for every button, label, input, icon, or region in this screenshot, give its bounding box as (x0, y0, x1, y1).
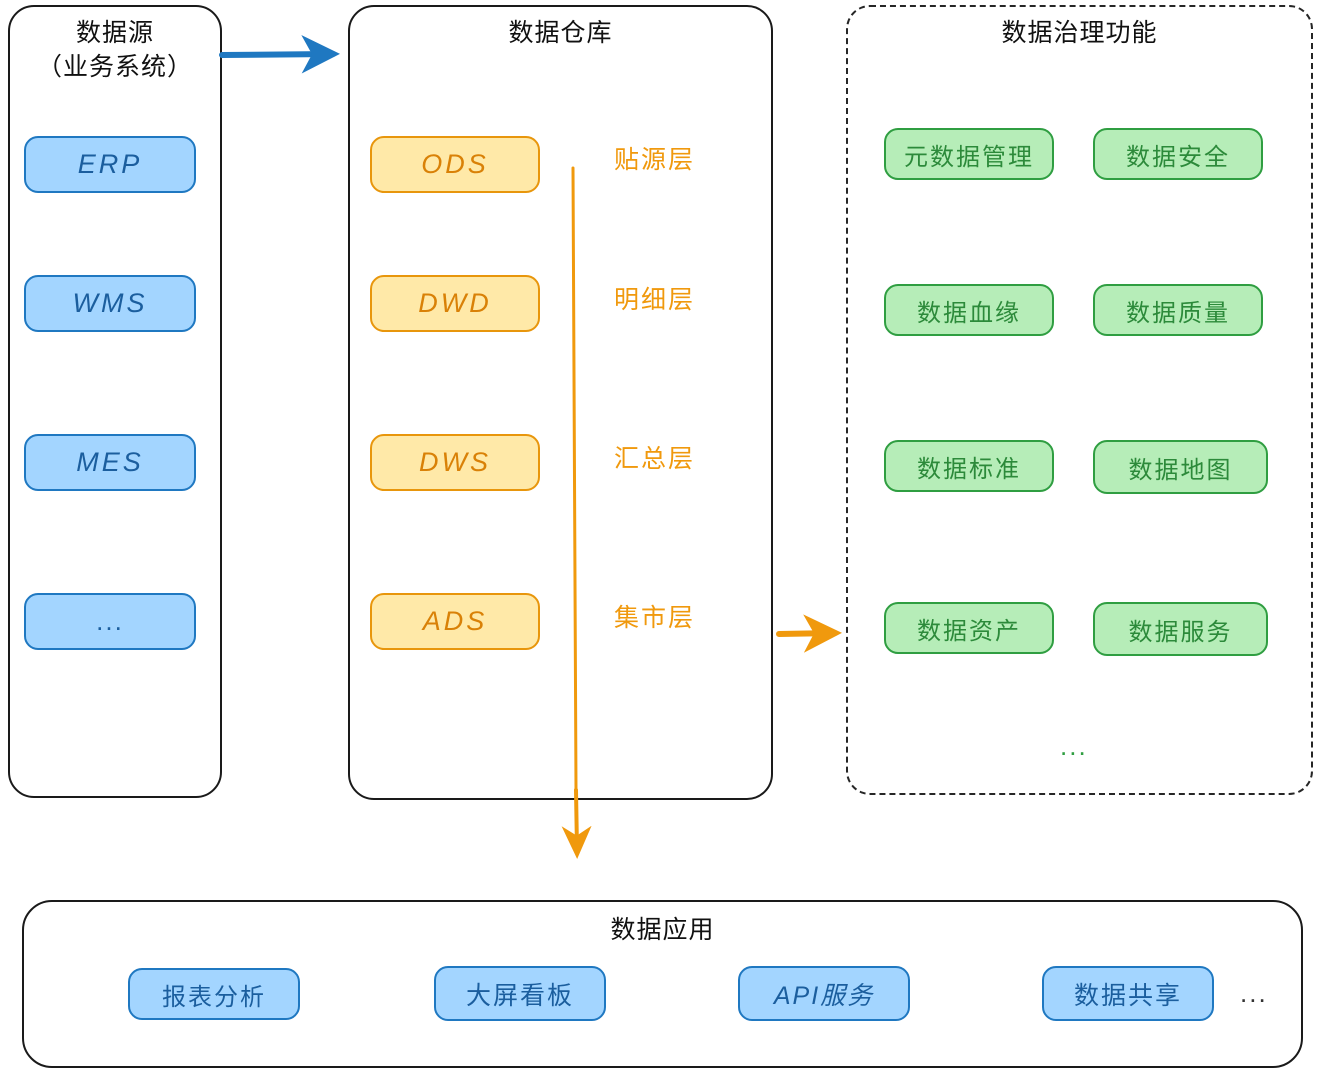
application-chip-api-service-label: API服务 (773, 981, 875, 1010)
warehouse-chip-dws-label: DWS (419, 447, 491, 477)
source-chip-mes-label: MES (76, 447, 144, 477)
source-chip-mes[interactable]: MES (24, 434, 196, 491)
data-governance-title: 数据治理功能 (1001, 19, 1158, 47)
source-chip-more[interactable]: ... (24, 593, 196, 650)
application-chip-api-service[interactable]: API服务 (738, 966, 910, 1021)
governance-more-dots: ... (1060, 731, 1088, 761)
governance-chip-data-lineage[interactable]: 数据血缘 (884, 284, 1054, 336)
source-chip-wms[interactable]: WMS (24, 275, 196, 332)
application-chip-report-analysis[interactable]: 报表分析 (128, 968, 300, 1020)
source-chip-more-label: ... (96, 606, 124, 636)
warehouse-layer-label-dws: 汇总层 (614, 445, 696, 473)
application-more-dots: ... (1240, 978, 1268, 1008)
governance-chip-data-map-label: 数据地图 (1128, 456, 1233, 484)
warehouse-chip-ods-label: ODS (421, 149, 489, 179)
data-application-title: 数据应用 (610, 916, 715, 944)
data-source-title: 数据源 （业务系统） (36, 19, 193, 81)
source-chip-erp[interactable]: ERP (24, 136, 196, 193)
governance-chip-data-security[interactable]: 数据安全 (1093, 128, 1263, 180)
warehouse-chip-ads-label: ADS (422, 606, 488, 636)
data-governance-container: 数据治理功能 (846, 5, 1313, 795)
governance-chip-data-quality[interactable]: 数据质量 (1093, 284, 1263, 336)
governance-chip-metadata-management[interactable]: 元数据管理 (884, 128, 1054, 180)
warehouse-chip-dws[interactable]: DWS (370, 434, 540, 491)
application-chip-data-sharing-label: 数据共享 (1073, 981, 1182, 1010)
governance-chip-data-quality-label: 数据质量 (1126, 299, 1230, 327)
governance-chip-data-service[interactable]: 数据服务 (1093, 602, 1268, 656)
data-warehouse-container: 数据仓库 (348, 5, 773, 800)
governance-chip-data-map[interactable]: 数据地图 (1093, 440, 1268, 494)
governance-chip-data-asset-label: 数据资产 (917, 617, 1021, 645)
application-chip-dashboard-label: 大屏看板 (465, 981, 574, 1010)
arrow-source-to-warehouse (219, 35, 340, 74)
governance-chip-data-standard[interactable]: 数据标准 (884, 440, 1054, 492)
warehouse-chip-ods[interactable]: ODS (370, 136, 540, 193)
warehouse-chip-dwd-label: DWD (418, 288, 492, 318)
source-chip-erp-label: ERP (77, 149, 143, 179)
application-chip-data-sharing[interactable]: 数据共享 (1042, 966, 1214, 1021)
warehouse-layer-label-ods: 贴源层 (614, 146, 696, 174)
data-warehouse-title: 数据仓库 (508, 19, 613, 47)
warehouse-layer-label-dwd: 明细层 (614, 286, 696, 314)
governance-chip-data-standard-label: 数据标准 (917, 455, 1021, 483)
warehouse-chip-dwd[interactable]: DWD (370, 275, 540, 332)
arrow-warehouse-to-governance (776, 614, 842, 653)
application-chip-dashboard[interactable]: 大屏看板 (434, 966, 606, 1021)
governance-chip-data-service-label: 数据服务 (1128, 618, 1233, 646)
data-source-container: 数据源 （业务系统） (8, 5, 222, 798)
warehouse-chip-ads[interactable]: ADS (370, 593, 540, 650)
governance-chip-data-security-label: 数据安全 (1126, 143, 1230, 171)
warehouse-layer-label-ads: 集市层 (614, 604, 696, 632)
governance-chip-data-asset[interactable]: 数据资产 (884, 602, 1054, 654)
governance-chip-metadata-management-label: 元数据管理 (904, 143, 1034, 171)
application-chip-report-analysis-label: 报表分析 (162, 983, 266, 1011)
source-chip-wms-label: WMS (72, 288, 148, 318)
governance-chip-data-lineage-label: 数据血缘 (917, 299, 1021, 327)
